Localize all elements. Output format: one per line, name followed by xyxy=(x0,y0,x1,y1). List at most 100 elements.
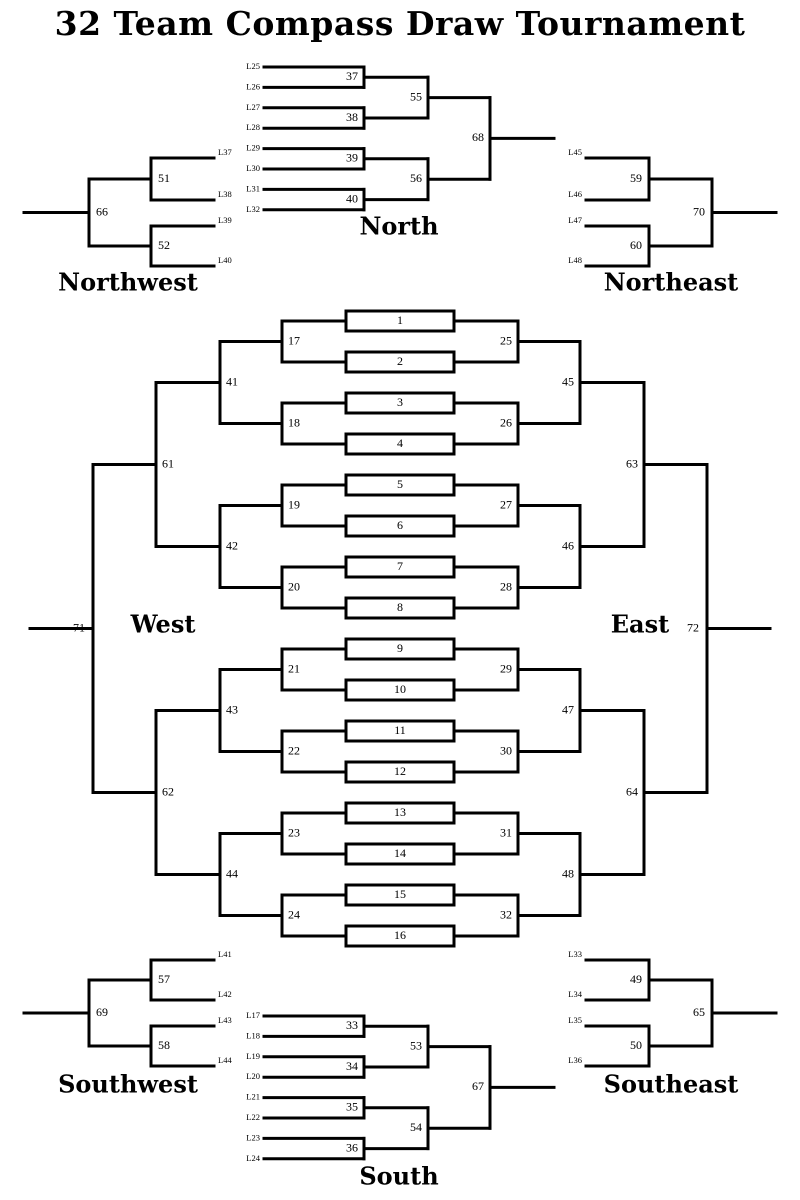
west-game-43: 43 xyxy=(226,702,238,716)
first-round-game-12: 12 xyxy=(394,764,406,778)
first-round-game-1: 1 xyxy=(397,313,403,327)
south-entry-L24: L24 xyxy=(246,1153,260,1163)
south-game-36: 36 xyxy=(346,1140,358,1154)
south-entry-L17: L17 xyxy=(246,1010,260,1020)
bracket-labels: 1234567891011121314151617181920212223244… xyxy=(58,61,738,1191)
southwest-entry-L44: L44 xyxy=(218,1055,232,1065)
south-entry-L23: L23 xyxy=(246,1132,260,1142)
west-game-20: 20 xyxy=(288,579,300,593)
first-round-game-13: 13 xyxy=(394,805,406,819)
north-game-37: 37 xyxy=(346,69,358,83)
south-game-67: 67 xyxy=(472,1079,484,1093)
north-entry-L32: L32 xyxy=(246,204,260,214)
page-title: 32 Team Compass Draw Tournament xyxy=(54,4,746,43)
southwest-entry-L42: L42 xyxy=(218,989,232,999)
southeast-entry-L35: L35 xyxy=(568,1015,582,1025)
east-game-30: 30 xyxy=(500,743,512,757)
first-round-game-15: 15 xyxy=(394,887,406,901)
southeast-game-65: 65 xyxy=(693,1005,705,1019)
south-entry-L21: L21 xyxy=(246,1092,260,1102)
southwest-entry-L41: L41 xyxy=(218,949,232,959)
region-label-west: West xyxy=(130,610,196,639)
southwest-entry-L43: L43 xyxy=(218,1015,232,1025)
west-game-42: 42 xyxy=(226,538,238,552)
east-game-25: 25 xyxy=(500,333,512,347)
first-round-game-6: 6 xyxy=(397,518,403,532)
north-game-39: 39 xyxy=(346,151,358,165)
east-game-27: 27 xyxy=(500,497,512,511)
southeast-entry-L34: L34 xyxy=(568,989,582,999)
west-game-18: 18 xyxy=(288,415,300,429)
northeast-entry-L48: L48 xyxy=(568,255,582,265)
east-game-28: 28 xyxy=(500,579,512,593)
south-entry-L19: L19 xyxy=(246,1051,260,1061)
northwest-game-51: 51 xyxy=(158,171,170,185)
east-game-64: 64 xyxy=(626,784,638,798)
first-round-game-11: 11 xyxy=(394,723,406,737)
first-round-game-2: 2 xyxy=(397,354,403,368)
east-game-29: 29 xyxy=(500,661,512,675)
northwest-entry-L40: L40 xyxy=(218,255,232,265)
first-round-game-3: 3 xyxy=(397,395,403,409)
north-entry-L25: L25 xyxy=(246,61,260,71)
southeast-game-50: 50 xyxy=(630,1038,642,1052)
region-label-north: North xyxy=(359,212,438,241)
region-label-south: South xyxy=(359,1162,438,1191)
south-entry-L18: L18 xyxy=(246,1030,260,1040)
first-round-game-14: 14 xyxy=(394,846,406,860)
first-round-game-5: 5 xyxy=(397,477,403,491)
south-entry-L20: L20 xyxy=(246,1071,260,1081)
west-game-21: 21 xyxy=(288,661,300,675)
east-game-48: 48 xyxy=(562,866,574,880)
north-entry-L28: L28 xyxy=(246,122,260,132)
east-game-46: 46 xyxy=(562,538,574,552)
east-game-47: 47 xyxy=(562,702,574,716)
east-game-63: 63 xyxy=(626,456,638,470)
north-game-38: 38 xyxy=(346,110,358,124)
first-round-game-10: 10 xyxy=(394,682,406,696)
north-game-68: 68 xyxy=(472,130,484,144)
north-entry-L27: L27 xyxy=(246,102,260,112)
south-game-34: 34 xyxy=(346,1059,358,1073)
southwest-game-58: 58 xyxy=(158,1038,170,1052)
southeast-game-49: 49 xyxy=(630,972,642,986)
west-game-44: 44 xyxy=(226,866,238,880)
south-game-35: 35 xyxy=(346,1100,358,1114)
east-game-32: 32 xyxy=(500,907,512,921)
first-round-game-7: 7 xyxy=(397,559,403,573)
bracket-connectors xyxy=(22,65,778,1161)
west-game-22: 22 xyxy=(288,743,300,757)
north-entry-L29: L29 xyxy=(246,143,260,153)
region-label-northeast: Northeast xyxy=(604,268,739,297)
northwest-entry-L38: L38 xyxy=(218,189,232,199)
north-entry-L31: L31 xyxy=(246,183,260,193)
south-game-53: 53 xyxy=(410,1038,422,1052)
northwest-game-52: 52 xyxy=(158,238,170,252)
first-round-game-4: 4 xyxy=(397,436,403,450)
south-game-33: 33 xyxy=(346,1018,358,1032)
region-label-northwest: Northwest xyxy=(58,268,198,297)
southeast-entry-L36: L36 xyxy=(568,1055,582,1065)
north-game-55: 55 xyxy=(410,89,422,103)
northeast-game-70: 70 xyxy=(693,204,705,218)
northeast-game-59: 59 xyxy=(630,171,642,185)
first-round-game-16: 16 xyxy=(394,928,406,942)
north-entry-L26: L26 xyxy=(246,81,260,91)
east-game-45: 45 xyxy=(562,374,574,388)
northeast-game-60: 60 xyxy=(630,238,642,252)
north-game-40: 40 xyxy=(346,191,358,205)
north-entry-L30: L30 xyxy=(246,163,260,173)
southwest-game-69: 69 xyxy=(96,1005,108,1019)
east-game-72: 72 xyxy=(687,620,699,634)
northeast-entry-L47: L47 xyxy=(568,215,582,225)
east-game-26: 26 xyxy=(500,415,512,429)
northwest-game-66: 66 xyxy=(96,204,108,218)
first-round-game-9: 9 xyxy=(397,641,403,655)
west-game-41: 41 xyxy=(226,374,238,388)
southwest-game-57: 57 xyxy=(158,972,170,986)
region-label-southeast: Southeast xyxy=(604,1070,739,1099)
northwest-entry-L39: L39 xyxy=(218,215,232,225)
west-game-24: 24 xyxy=(288,907,300,921)
